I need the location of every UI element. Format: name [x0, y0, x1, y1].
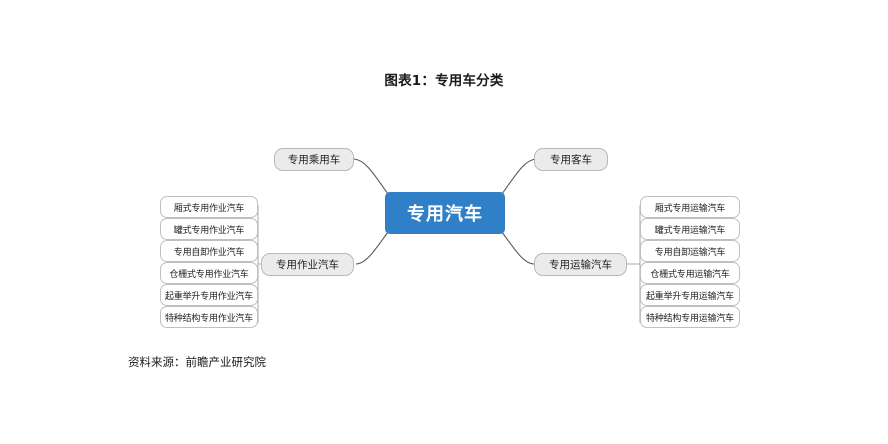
leaf-item[interactable]: 仓栅式专用运输汽车 — [640, 262, 740, 284]
branch-node-operation[interactable]: 专用作业汽车 — [261, 253, 354, 276]
branch-node-passenger[interactable]: 专用乘用车 — [274, 148, 354, 171]
source-note: 资料来源：前瞻产业研究院 — [128, 355, 266, 369]
connector-center-to-operation — [355, 231, 389, 265]
leaf-label: 起重举升专用作业汽车 — [164, 291, 253, 302]
leaf-item[interactable]: 厢式专用作业汽车 — [160, 196, 258, 218]
leaf-item[interactable]: 特种结构专用作业汽车 — [160, 306, 258, 328]
leaf-item[interactable]: 厢式专用运输汽车 — [640, 196, 740, 218]
leaf-label: 仓栅式专用作业汽车 — [169, 269, 249, 280]
figure-title: 图表1：专用车分类 — [384, 73, 504, 89]
leaf-label: 特种结构专用运输汽车 — [645, 313, 734, 324]
leaf-label: 罐式专用运输汽车 — [654, 225, 726, 236]
center-node-label: 专用汽车 — [407, 204, 483, 225]
branch-label-operation: 专用作业汽车 — [276, 259, 339, 271]
leaf-label: 罐式专用作业汽车 — [173, 225, 245, 236]
connector-center-to-bus — [501, 158, 537, 195]
leaf-label: 专用自卸作业汽车 — [173, 247, 245, 258]
branch-node-bus[interactable]: 专用客车 — [534, 148, 608, 171]
leaf-item[interactable]: 特种结构专用运输汽车 — [640, 306, 740, 328]
leaf-label: 特种结构专用作业汽车 — [164, 313, 253, 324]
leaf-item[interactable]: 专用自卸作业汽车 — [160, 240, 258, 262]
leaf-label: 仓栅式专用运输汽车 — [650, 269, 730, 280]
leaf-item[interactable]: 罐式专用作业汽车 — [160, 218, 258, 240]
branch-label-bus: 专用客车 — [550, 154, 592, 166]
leaf-item[interactable]: 起重举升专用作业汽车 — [160, 284, 258, 306]
leaf-item[interactable]: 专用自卸运输汽车 — [640, 240, 740, 262]
connector-center-to-transport — [501, 231, 535, 265]
branch-label-transport: 专用运输汽车 — [549, 259, 612, 271]
center-node[interactable]: 专用汽车 — [385, 192, 505, 234]
leaf-label: 厢式专用运输汽车 — [654, 203, 726, 214]
connector-center-to-passenger — [353, 158, 389, 195]
leaf-label: 起重举升专用运输汽车 — [645, 291, 734, 302]
leaf-label: 专用自卸运输汽车 — [654, 247, 726, 258]
leaf-item[interactable]: 仓栅式专用作业汽车 — [160, 262, 258, 284]
branch-node-transport[interactable]: 专用运输汽车 — [534, 253, 627, 276]
leaf-label: 厢式专用作业汽车 — [173, 203, 245, 214]
branch-label-passenger: 专用乘用车 — [287, 154, 341, 166]
leaf-item[interactable]: 起重举升专用运输汽车 — [640, 284, 740, 306]
leaf-item[interactable]: 罐式专用运输汽车 — [640, 218, 740, 240]
